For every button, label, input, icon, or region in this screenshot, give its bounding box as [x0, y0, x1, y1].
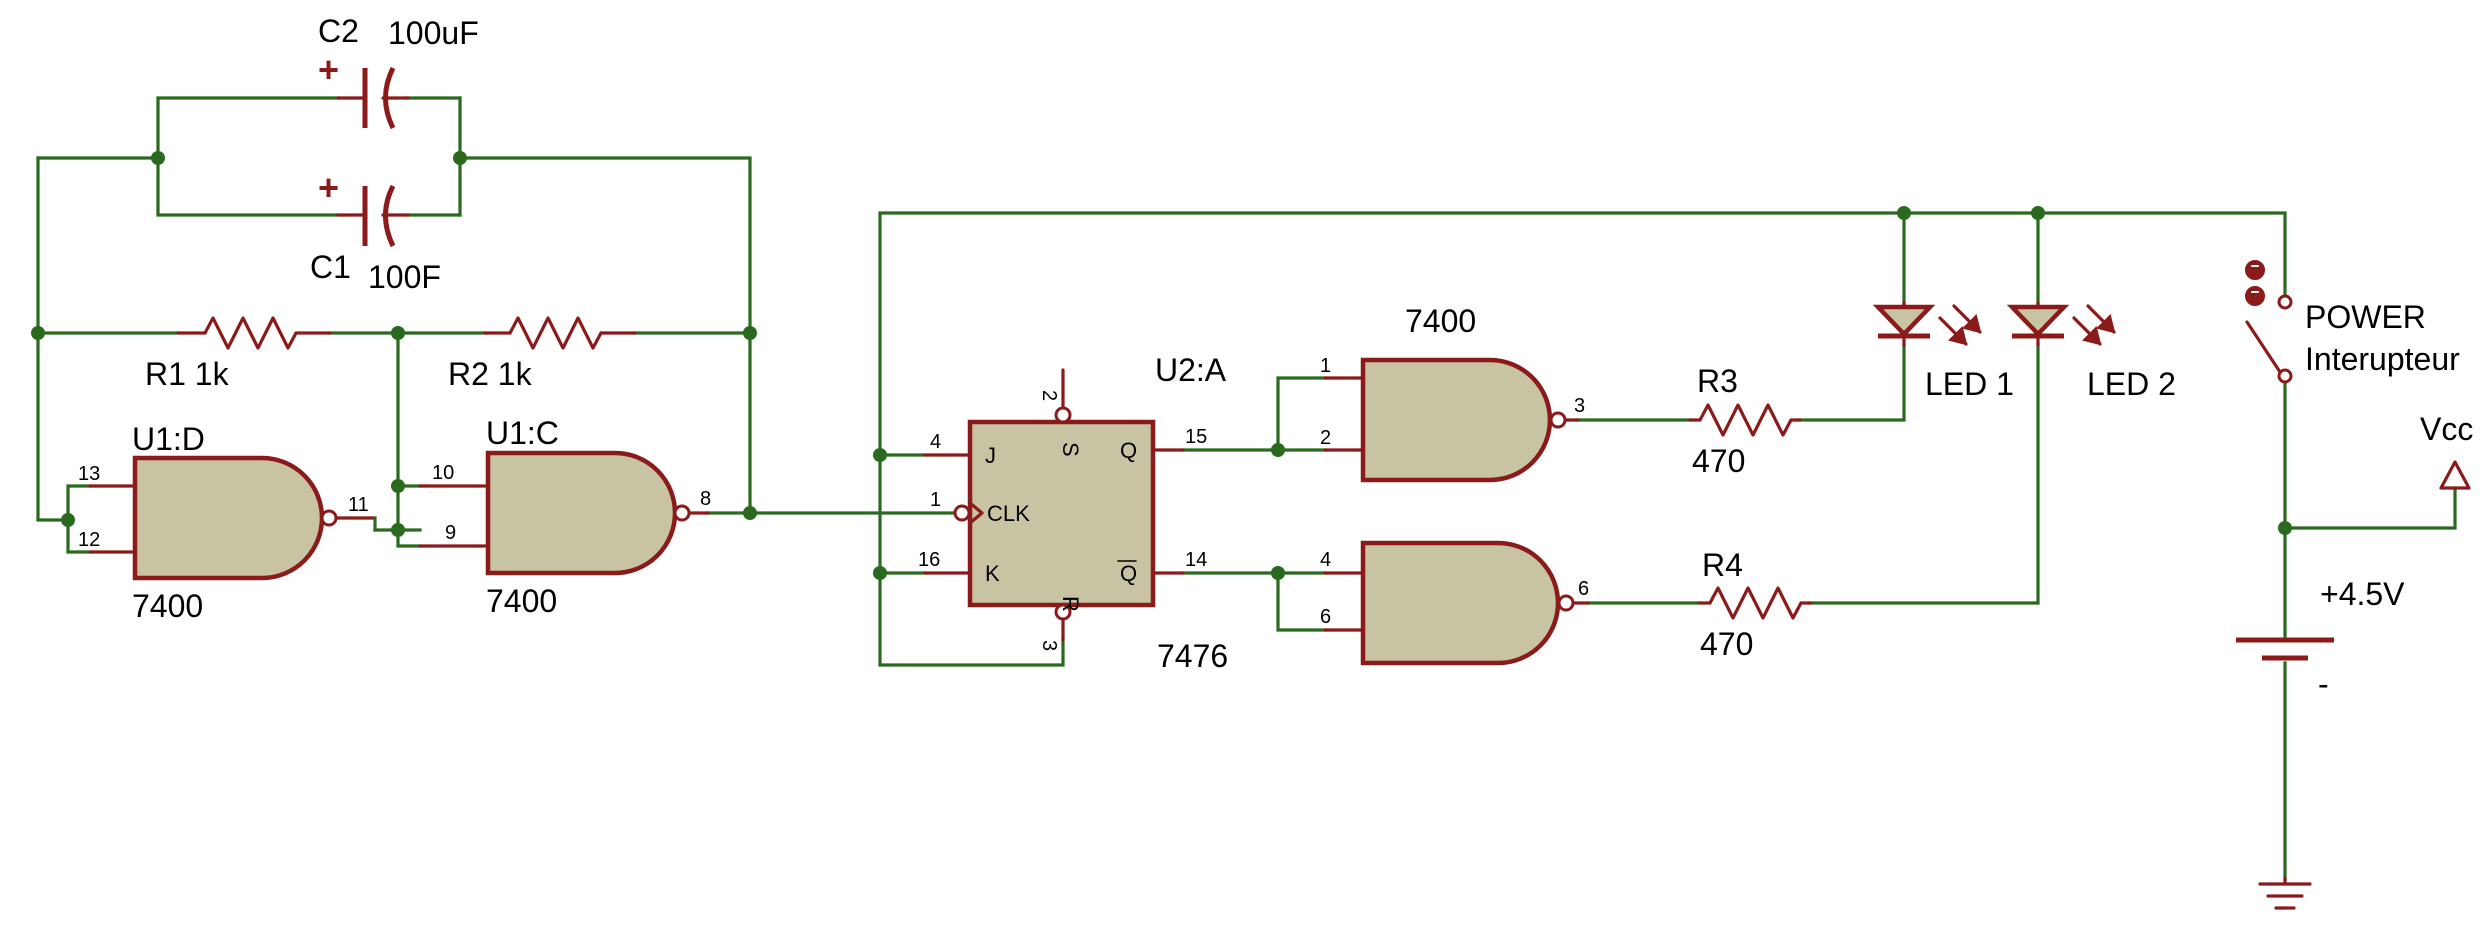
junctions	[31, 151, 2292, 580]
c2-name: C2	[318, 13, 359, 49]
c2-polarity-plus: +	[318, 49, 339, 90]
r3-name: R3	[1697, 363, 1738, 399]
u1c-part: 7400	[486, 583, 557, 619]
u1d-pin-11: 11	[348, 494, 369, 516]
r1-label: R1 1k	[145, 356, 230, 392]
switch-desc: Interupteur	[2305, 341, 2460, 377]
ff-r-label: R	[1058, 596, 1083, 612]
resistor-r3: R3 470	[1688, 363, 1802, 479]
nand-gate-bottom: 4 6 6	[1320, 540, 1590, 666]
nand-bot-pin-5: 6	[1320, 606, 1331, 628]
ff-pin-3: 3	[1038, 640, 1060, 651]
u1c-pin-8: 8	[700, 488, 711, 510]
ff-pin-16: 16	[918, 549, 940, 571]
ff-q-label: Q	[1120, 438, 1137, 463]
ff-pin-2: 2	[1038, 390, 1060, 401]
vcc-label: Vcc	[2420, 411, 2473, 447]
jk-flip-flop-u2a: J K Q Q CLK S R 4 1 16 15 14 2 3 U2:A 74…	[918, 352, 1228, 674]
battery: +4.5V -	[2236, 576, 2405, 702]
ff-pin-4: 4	[930, 431, 941, 453]
u1d-part: 7400	[132, 588, 203, 624]
c2-value: 100uF	[388, 15, 479, 51]
nand-gate-u1c: 10 9 8 U1:C 7400	[418, 415, 711, 619]
nand-gate-u1d: 13 12 11 U1:D 7400	[78, 421, 377, 624]
r2-label: R2 1k	[448, 356, 533, 392]
nand-top-pin-2: 2	[1320, 427, 1331, 449]
c1-polarity-plus: +	[318, 167, 339, 208]
capacitor-c2: + C2 100uF	[318, 13, 479, 130]
r3-value: 470	[1692, 443, 1745, 479]
resistor-r1: R1 1k	[145, 316, 332, 392]
vcc-terminal: Vcc	[2420, 411, 2473, 490]
r4-name: R4	[1702, 547, 1743, 583]
ground-symbol	[2258, 876, 2312, 910]
resistor-r4: R4 470	[1698, 547, 1812, 662]
u1d-pin-12: 12	[78, 529, 100, 551]
nand-bot-pin-6: 6	[1578, 578, 1589, 600]
c1-name: C1	[310, 249, 351, 285]
nand-bot-pin-4: 4	[1320, 549, 1331, 571]
u1c-pin-10: 10	[432, 462, 454, 484]
ff-pin-14: 14	[1185, 549, 1207, 571]
ff-pin-15: 15	[1185, 426, 1207, 448]
r4-value: 470	[1700, 626, 1753, 662]
nand-top-pin-1: 1	[1320, 355, 1331, 377]
led-1: LED 1	[1872, 301, 2014, 402]
battery-value: +4.5V	[2320, 576, 2405, 612]
u2a-designator: U2:A	[1155, 352, 1227, 388]
u1c-pin-9: 9	[445, 522, 456, 544]
u1d-designator: U1:D	[132, 421, 205, 457]
nand-gate-top: 1 2 3 7400	[1320, 303, 1585, 483]
c1-value: 100F	[368, 259, 441, 295]
ff-part: 7476	[1157, 638, 1228, 674]
resistor-r2: R2 1k	[448, 316, 637, 392]
power-switch[interactable]: POWER Interupteur	[2245, 260, 2460, 384]
u1c-designator: U1:C	[486, 415, 559, 451]
nand-top-pin-3: 3	[1574, 395, 1585, 417]
switch-name: POWER	[2305, 299, 2426, 335]
led1-label: LED 1	[1925, 366, 2014, 402]
battery-minus: -	[2318, 666, 2329, 702]
ff-j-label: J	[985, 443, 996, 468]
u1d-pin-13: 13	[78, 463, 100, 485]
ff-k-label: K	[985, 561, 1000, 586]
led-2: LED 2	[2006, 301, 2176, 402]
ff-clk-label: CLK	[987, 501, 1030, 526]
ff-pin-1: 1	[930, 489, 941, 511]
ff-qbar-label: Q	[1120, 561, 1137, 586]
capacitor-c1: + C1 100F	[310, 167, 441, 295]
led2-label: LED 2	[2087, 366, 2176, 402]
nand-top-part: 7400	[1405, 303, 1476, 339]
ff-s-label: S	[1058, 442, 1083, 457]
